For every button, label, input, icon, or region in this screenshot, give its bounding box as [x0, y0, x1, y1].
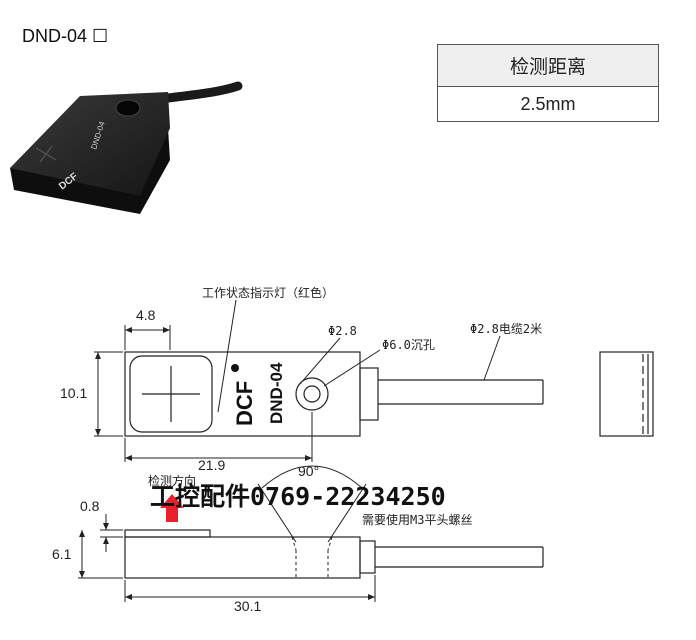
dim-height-top: 10.1	[60, 385, 87, 401]
registered-icon	[231, 364, 239, 372]
side-cable-sleeve	[359, 540, 376, 574]
angle-leg-right	[327, 483, 367, 543]
angle-indicator	[257, 465, 367, 543]
dim-height-side: 6.1	[52, 546, 72, 562]
body-brand: DCF	[232, 381, 257, 426]
photo-target-mark	[35, 145, 57, 163]
top-cable-sleeve	[359, 367, 379, 421]
side-dimensions	[78, 514, 376, 602]
dim-length-side: 30.1	[234, 598, 261, 614]
indicator-label: 工作状态指示灯（红色）	[202, 285, 334, 300]
watermark: 工控配件0769-22234250	[150, 482, 446, 511]
cable-leader	[483, 335, 501, 381]
top-dimensions	[94, 325, 313, 462]
model-box-glyph: ☐	[92, 26, 109, 46]
detect-direction-label: 检测方向	[148, 473, 196, 488]
cs-left-1	[291, 536, 297, 551]
hole-small-label: Φ2.8	[328, 324, 357, 338]
angle-leg-left	[257, 483, 297, 543]
cs-right-1	[327, 536, 333, 551]
end-view-body	[599, 351, 654, 437]
photo-cable	[163, 81, 243, 103]
photo-mount-hole	[115, 99, 141, 117]
photo-sensor-top	[10, 92, 170, 196]
top-leaders	[217, 299, 501, 413]
screw-label: 需要使用M3平头螺丝	[362, 512, 472, 527]
detect-direction-arrow-icon	[160, 494, 184, 522]
spec-table: 检测距离 2.5mm	[437, 44, 659, 122]
dim-thin: 0.8	[80, 498, 100, 514]
body-model: DND-04	[267, 362, 286, 424]
model-name: DND-04	[22, 26, 88, 46]
countersink-hidden-lines	[291, 536, 333, 578]
side-view	[124, 529, 544, 579]
hole-large-leader	[323, 349, 381, 387]
dim-width-small: 4.8	[136, 307, 156, 323]
spec-value: 2.5mm	[520, 94, 576, 114]
hole-inner	[303, 385, 321, 403]
hole-large-label: Φ6.0沉孔	[382, 338, 435, 352]
product-photo: DCF DND-04	[10, 81, 243, 214]
angle-label: 90°	[298, 463, 319, 479]
hole-outer	[295, 377, 329, 411]
side-indicator-bump	[124, 529, 211, 538]
hole-small-leader	[299, 337, 341, 385]
cable-label: Φ2.8电缆2米	[470, 322, 542, 336]
spec-header: 检测距离	[438, 45, 658, 87]
angle-arc	[261, 465, 363, 489]
indicator-window	[129, 355, 213, 433]
side-body	[124, 536, 361, 579]
top-view	[124, 351, 654, 437]
dim-length-top: 21.9	[198, 457, 225, 473]
indicator-leader	[217, 299, 237, 413]
model-title: DND-04 ☐	[22, 26, 108, 47]
